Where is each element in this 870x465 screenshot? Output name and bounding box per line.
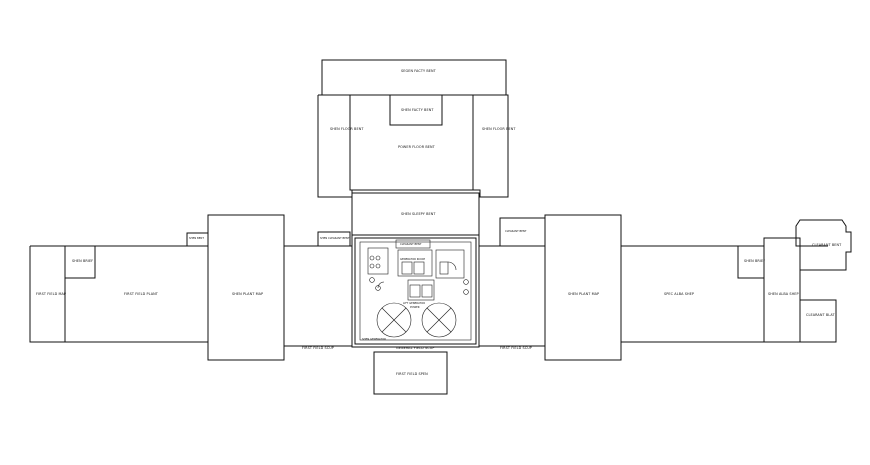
label-right-center: SHEN PLANT MAP (568, 292, 599, 296)
label-left-box: SHEN BRIEF (72, 259, 93, 263)
label-small-center-rt: CLEARANT BENT (505, 229, 527, 233)
label-bottom-box: FIRST FIELD SPEN (396, 372, 428, 376)
label-bottom-right: FIRST FIELD SCUP (500, 346, 532, 350)
label-core-4: POWER (410, 305, 420, 309)
label-far-right-box: CLEARANT BENT (812, 243, 842, 247)
label-far-right-a: SHEN ALBA SHEP (768, 292, 799, 296)
label-left-wing: FIRST FIELD PLANT (124, 292, 159, 296)
top-bay: SEGEN FACTY BENT (321, 59, 507, 96)
label-bottom-left: FIRST FIELD SCUP (302, 346, 334, 350)
generator-left (376, 302, 412, 338)
label-right-box: SHEN BRIEF (744, 259, 765, 263)
label-bottom-center: GENERAL FIELD SCUP (396, 346, 434, 350)
label-core-5: SHEN GENERATOR (362, 337, 386, 341)
bottom-box: FIRST FIELD SPEN (373, 351, 448, 395)
label-right-wing-top: SHEN FLOOR BENT (482, 127, 516, 131)
label-core-header: SHEN SLEEPY BENT (401, 212, 436, 216)
label-small-lt: SHEN BENT (189, 236, 204, 240)
core-header: SHEN SLEEPY BENT (351, 192, 480, 236)
generator-right (421, 302, 457, 338)
label-core-1: CLEARANT BENT (400, 242, 422, 246)
label-right-wing: SPEC ALBA SHEP (664, 292, 694, 296)
label-top-inner: SHEN FACTY BENT (401, 108, 434, 112)
label-left-wing-top: SHEN FLOOR BENT (330, 127, 364, 131)
label-left-center: SHEN PLANT MAP (232, 292, 263, 296)
main-body (29, 214, 837, 361)
upper-center-block: SHEN FACTY BENT SHEN FLOOR BENT SHEN FLO… (317, 94, 516, 198)
right-annex: CLEARANT BENT (795, 219, 852, 271)
label-small-center-lt: SHEN CLEARANT BENT (320, 236, 350, 240)
label-core-2: GENERATOR ROOM (400, 257, 425, 261)
label-far-left: FIRST FIELD MAP (36, 292, 66, 296)
label-far-right-b: CLEARANT BLAT (806, 313, 835, 317)
central-core: CLEARANT BENT GENERATOR ROOM LIFT GENERA… (351, 234, 480, 348)
label-center-block: POWER FLOOR BENT (398, 145, 436, 149)
label-core-3: LIFT GENERATOR (403, 301, 425, 305)
label-top-bay: SEGEN FACTY BENT (401, 69, 437, 73)
